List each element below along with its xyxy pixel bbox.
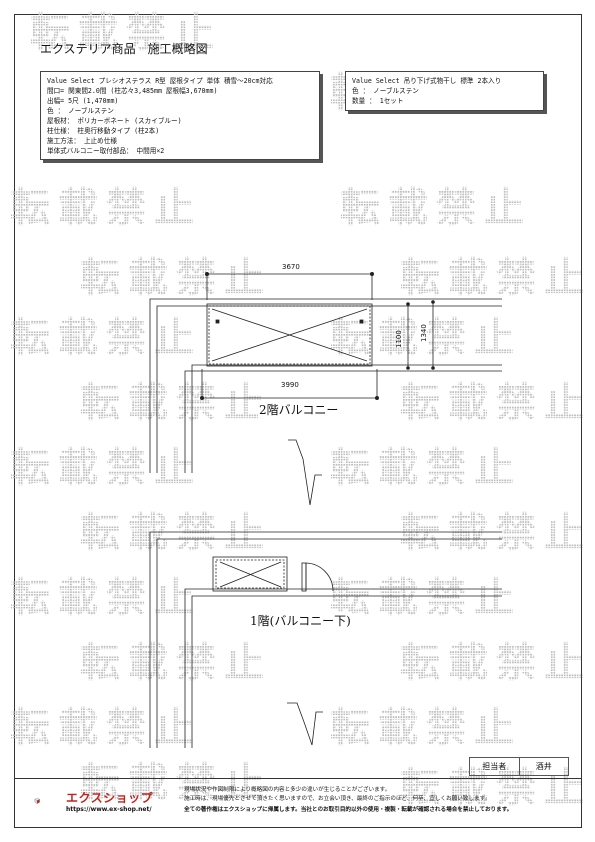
- dimension-vertical: [406, 300, 435, 370]
- footer-divider: [14, 778, 582, 779]
- balcony-2f-plan: [149, 298, 502, 506]
- spec-line: 間口= 関東間2.0間 (柱芯々3,485mm 屋根幅3,670mm): [47, 87, 218, 95]
- spec-line: 柱仕様： 柱奥行移動タイプ (柱2本): [47, 127, 160, 135]
- staff-name: 酒井: [535, 762, 552, 771]
- spec-line: Value Select 吊り下げ式物干し 標準 2本入り: [352, 77, 502, 85]
- spec-line: 単体式バルコニー取付部品： 中間用×2: [47, 147, 165, 155]
- spec-line: 色 ： ノーブルステン: [47, 107, 114, 115]
- floor-1f-plan: [149, 531, 502, 748]
- brand-name: エクスショップ: [66, 791, 154, 805]
- page-frame: [14, 14, 582, 828]
- spec-line: Value Select プレシオステラス R型 屋根タイプ 単体 積雪～20c…: [47, 77, 273, 85]
- dimension-bottom: [199, 369, 379, 400]
- footer-note: 現場状況や作図制限により概略図の内容と多少の違いが生じることがございます。: [184, 787, 391, 793]
- dimension-label-v1: 1100: [395, 330, 403, 348]
- brand-logo: [34, 797, 40, 804]
- dimension-label-top: 3670: [282, 263, 300, 271]
- spec-box-clothesline: Value Select 吊り下げ式物干し 標準 2本入り 色 ： ノーブルステ…: [345, 71, 544, 111]
- page-title: エクステリア商品 施工概略図: [40, 42, 208, 56]
- dimension-top: [204, 271, 374, 300]
- spec-line: 色 ： ノーブルステン: [352, 87, 419, 95]
- dimension-label-bottom: 3990: [281, 381, 299, 389]
- label-2f-balcony: 2階バルコニー: [258, 401, 340, 418]
- spec-line: 施工方法： 上止め仕様: [47, 137, 117, 145]
- spec-line: 出幅= 5尺 (1,470mm): [47, 97, 119, 105]
- footer-note: 施工時は、現場優先とさせて頂きたく思いますので、お立会い頂き、最終のご指示のほど…: [184, 796, 491, 802]
- label-1f: 1階(バルコニー下): [249, 612, 352, 629]
- footer-note: 全ての著作権はエクスショップに帰属します。当社とのお取引目的以外の使用・複製・転…: [184, 807, 513, 813]
- spec-line: 屋根材： ポリカーボネート (スカイブルー): [47, 117, 182, 125]
- brand-url[interactable]: https://www.ex-shop.net/: [66, 806, 152, 813]
- spec-box-terrace: Value Select プレシオステラス R型 屋根タイプ 単体 積雪～20c…: [40, 71, 320, 160]
- dimension-label-v2: 1340: [420, 324, 428, 342]
- staff-label: 担当者: [470, 758, 520, 775]
- staff-box: 担当者 酒井: [469, 757, 569, 776]
- spec-line: 数量 ： 1セット: [352, 97, 404, 105]
